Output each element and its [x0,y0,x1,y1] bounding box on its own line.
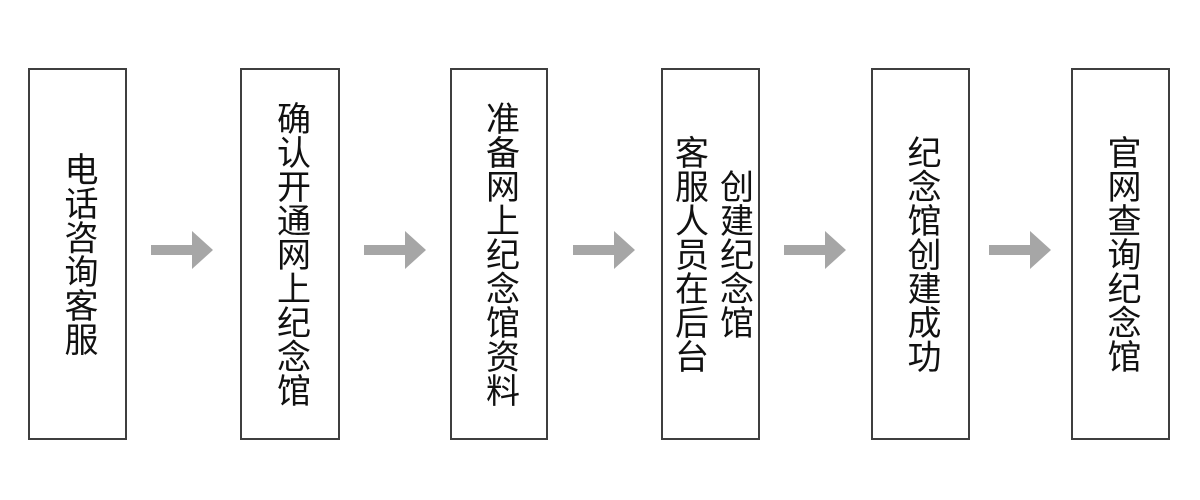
arrow-head [614,231,635,269]
flow-step-6: 官网查询纪念馆 [1071,68,1170,440]
flow-step-label: 准备网上纪念馆资料 [480,101,519,407]
arrow-shaft [364,245,405,255]
flow-step-label: 确认开通网上纪念馆 [271,101,310,407]
flow-step-label: 客服人员在后台 创建纪念馆 [669,135,753,373]
arrow-shaft [784,245,825,255]
flow-step-5: 纪念馆创建成功 [871,68,970,440]
flow-step-2: 确认开通网上纪念馆 [240,68,340,440]
arrow-shaft [151,245,192,255]
arrow-shaft [573,245,614,255]
arrow-right-icon [989,231,1051,269]
flow-step-1: 电话咨询客服 [28,68,127,440]
flow-step-label: 官网查询纪念馆 [1102,135,1140,373]
arrow-head [1030,231,1051,269]
arrow-right-icon [151,231,213,269]
arrow-head [825,231,846,269]
arrow-right-icon [364,231,426,269]
flow-step-4: 客服人员在后台 创建纪念馆 [661,68,760,440]
arrow-right-icon [784,231,846,269]
arrow-shaft [989,245,1030,255]
arrow-right-icon [573,231,635,269]
flow-step-3: 准备网上纪念馆资料 [450,68,548,440]
flow-step-label: 电话咨询客服 [59,152,97,356]
arrow-head [192,231,213,269]
arrow-head [405,231,426,269]
flow-step-label: 纪念馆创建成功 [902,135,940,373]
